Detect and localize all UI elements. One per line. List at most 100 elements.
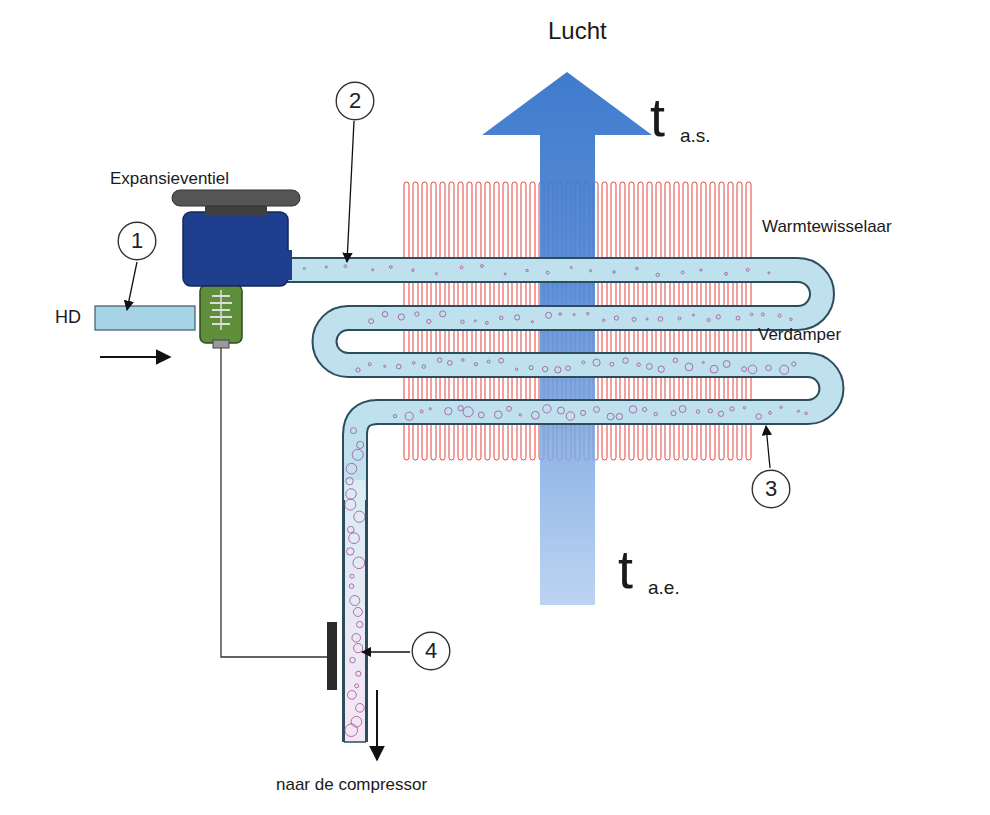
bubble: [344, 265, 347, 268]
bubble: [345, 499, 356, 510]
vapour-bubbles: [303, 265, 807, 737]
bubble: [458, 406, 463, 411]
bubble: [531, 411, 539, 419]
bubble: [515, 368, 517, 370]
bubble: [461, 320, 464, 323]
high-pressure-pipe: [95, 306, 195, 330]
bubble: [398, 314, 404, 320]
bubble: [531, 321, 533, 323]
bubble: [474, 363, 477, 366]
bubble: [679, 406, 686, 413]
pressure-label: HD: [55, 308, 81, 328]
bubble: [769, 411, 772, 414]
bubble: [352, 634, 361, 643]
bubble: [504, 273, 506, 275]
bubble: [766, 365, 771, 370]
bubble: [593, 359, 600, 366]
bubble: [581, 410, 586, 415]
bubble: [389, 266, 392, 269]
bubble: [681, 271, 684, 274]
callout-circle: 2: [335, 81, 375, 121]
bubble: [507, 406, 512, 411]
bubble: [646, 364, 652, 370]
bubble: [422, 365, 426, 369]
bubble: [566, 366, 571, 371]
bubble: [778, 314, 781, 317]
bubble: [671, 411, 676, 416]
bubble: [543, 405, 551, 413]
flow-arrow: [376, 690, 378, 760]
bubble: [429, 408, 431, 410]
bubble: [487, 360, 490, 363]
bubble: [346, 478, 353, 485]
leader-line: [362, 651, 410, 652]
bubble: [710, 365, 718, 373]
bubble: [792, 362, 796, 366]
bubble: [350, 657, 356, 663]
bubble: [412, 362, 415, 365]
bubble: [707, 318, 710, 321]
bubble: [349, 584, 354, 589]
bubble: [474, 320, 476, 322]
bubble: [768, 272, 770, 274]
bubble: [405, 412, 413, 420]
bubble: [614, 316, 618, 320]
bubble: [743, 406, 745, 408]
bubble: [384, 365, 386, 367]
bubble: [346, 463, 357, 474]
bubble: [725, 272, 728, 275]
bubble: [499, 358, 504, 363]
bubble: [357, 441, 364, 448]
bubble: [348, 690, 357, 699]
bubble: [526, 269, 528, 271]
flow-arrow: [100, 356, 170, 358]
bubble: [420, 410, 423, 413]
bubble: [350, 574, 354, 578]
bubble: [445, 408, 452, 415]
bubble: [435, 273, 437, 275]
bubble: [529, 366, 533, 370]
bubble: [351, 716, 362, 727]
bubble: [354, 511, 365, 522]
bubble: [589, 270, 591, 272]
bubble: [761, 313, 764, 316]
bubble: [415, 312, 419, 316]
bubble: [623, 358, 629, 364]
bubble: [369, 319, 374, 324]
bubble: [654, 412, 657, 415]
leader-line: [766, 426, 770, 468]
bubble: [478, 412, 484, 418]
bubble: [347, 548, 354, 555]
bubble: [736, 316, 740, 320]
bubble: [656, 273, 659, 276]
bubble: [494, 411, 502, 419]
bubble: [718, 411, 723, 416]
bubble: [350, 428, 356, 434]
bubble: [570, 266, 572, 268]
bubble: [542, 366, 547, 371]
evaporator-tube: [280, 270, 831, 500]
bubble: [427, 319, 431, 323]
bubble: [696, 410, 699, 413]
leader-line: [347, 121, 354, 262]
bubble: [382, 311, 387, 316]
bubble: [347, 526, 354, 533]
expansion-valve: [172, 190, 300, 348]
leader-line: [127, 262, 137, 310]
callout-circle: 3: [751, 469, 791, 509]
bubble: [447, 361, 452, 366]
bubble: [708, 409, 712, 413]
part-label: Expansieventiel: [110, 170, 229, 189]
bubble: [546, 271, 549, 274]
bubble: [643, 407, 647, 411]
bubble: [723, 361, 730, 368]
bubble: [461, 359, 464, 362]
bubble: [555, 367, 561, 373]
bubble: [353, 557, 365, 569]
bubble: [357, 621, 363, 627]
bubble: [356, 368, 360, 372]
bubble: [805, 412, 808, 415]
bubble: [352, 449, 363, 460]
bubble: [607, 413, 614, 420]
bubble: [437, 358, 442, 363]
